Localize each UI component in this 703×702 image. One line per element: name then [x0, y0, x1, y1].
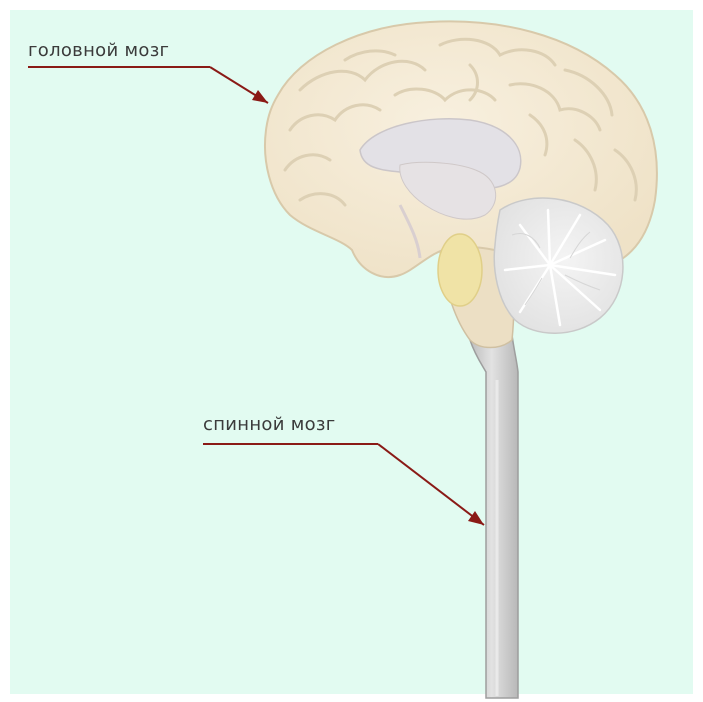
- spinal-cord-leader-line: [203, 444, 484, 525]
- label-brain: головной мозг: [28, 40, 169, 61]
- pons: [438, 234, 482, 306]
- brain-leader-line: [28, 67, 268, 103]
- label-spinal-cord: спинной мозг: [203, 414, 336, 435]
